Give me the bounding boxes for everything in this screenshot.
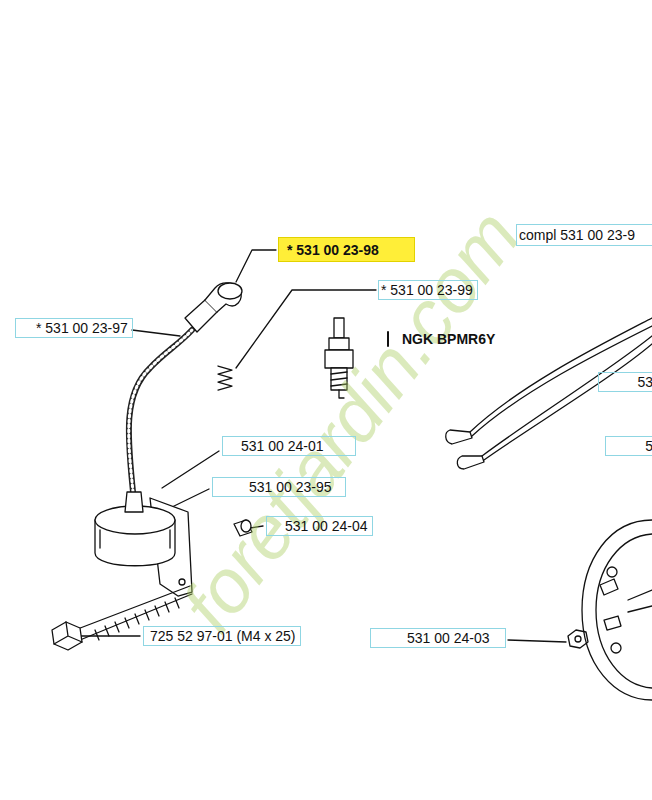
- part-number-box: 531 00 24-04: [266, 516, 373, 536]
- wire: [484, 344, 652, 460]
- part-number: * 531 00 23-97: [36, 319, 128, 337]
- part-number-box: 531 00 24-03: [370, 628, 506, 648]
- terminal: [457, 456, 484, 469]
- part-number-box: 531 00 24-01: [222, 436, 356, 456]
- terminal: [446, 430, 472, 444]
- ht-lead: [129, 330, 192, 492]
- leader-line: [508, 640, 566, 642]
- part-number: 531 00 24-01: [241, 437, 324, 455]
- plug-cap: [218, 283, 242, 299]
- leader-line: [162, 451, 219, 488]
- part-number-box: 53: [598, 372, 652, 392]
- spark-plug-type: NGK BPMR6Y: [402, 331, 495, 347]
- plug-cap: [205, 283, 241, 312]
- ht-lead: [129, 330, 192, 492]
- part-number-box: 5: [605, 436, 652, 456]
- leader-line: [132, 330, 180, 336]
- wire: [482, 336, 652, 456]
- part-number: compl 531 00 23-9: [519, 226, 635, 244]
- part-number: 5: [645, 437, 652, 455]
- part-number: 53: [637, 373, 652, 391]
- part-number-box: * 531 00 23-97: [15, 318, 133, 338]
- highlighted-part-box: * 531 00 23-98: [278, 237, 415, 262]
- part-number-box: * 531 00 23-99: [378, 280, 478, 300]
- part-number: 531 00 24-03: [407, 629, 490, 647]
- stator: [582, 520, 652, 700]
- part-number: * 531 00 23-98: [287, 241, 379, 259]
- leader-line: [170, 489, 209, 508]
- spring: [218, 366, 232, 390]
- part-number: 725 52 97-01 (M4 x 25): [150, 627, 296, 645]
- part-number: 531 00 23-95: [249, 478, 332, 496]
- part-number: * 531 00 23-99: [381, 281, 473, 299]
- part-number-box: 531 00 23-95: [212, 477, 346, 497]
- part-number-box: compl 531 00 23-9: [516, 224, 652, 246]
- part-number-box: 725 52 97-01 (M4 x 25): [143, 626, 301, 646]
- leader-line: [236, 250, 276, 282]
- part-number: 531 00 24-04: [285, 517, 368, 535]
- wire: [472, 326, 652, 436]
